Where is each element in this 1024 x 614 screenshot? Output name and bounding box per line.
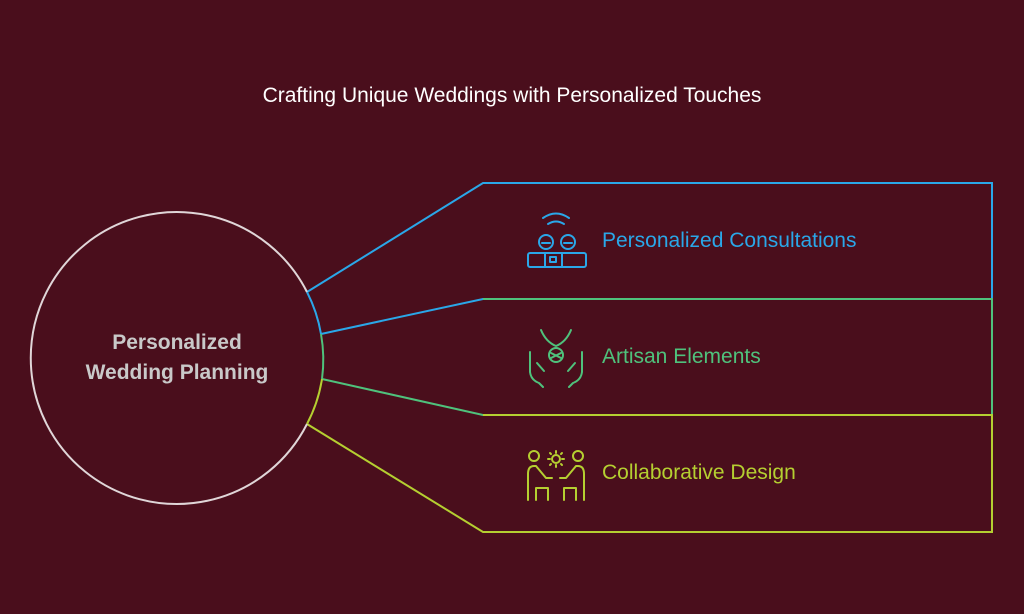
hub-arc-blue	[306, 291, 322, 335]
diagram-title: Crafting Unique Weddings with Personaliz…	[262, 84, 762, 107]
band-outline-consultations	[306, 182, 993, 335]
hub-circle	[29, 211, 308, 505]
item-label-artisan: Artisan Elements	[602, 345, 761, 368]
artisan-hands-necklace-icon	[529, 329, 583, 388]
hub-label-line2: Wedding Planning	[85, 361, 269, 384]
hub-arc-green	[320, 333, 325, 380]
band-outline-collaborative	[306, 414, 993, 533]
hub-label-line1: Personalized	[112, 331, 242, 354]
hub-label: Personalized Wedding Planning	[60, 328, 294, 388]
item-label-consultations: Personalized Consultations	[602, 229, 857, 252]
item-label-collaborative: Collaborative Design	[602, 461, 796, 484]
hub-arc-yellow	[306, 378, 323, 425]
consultation-people-icon	[527, 212, 587, 268]
collaboration-people-icon	[527, 450, 585, 501]
